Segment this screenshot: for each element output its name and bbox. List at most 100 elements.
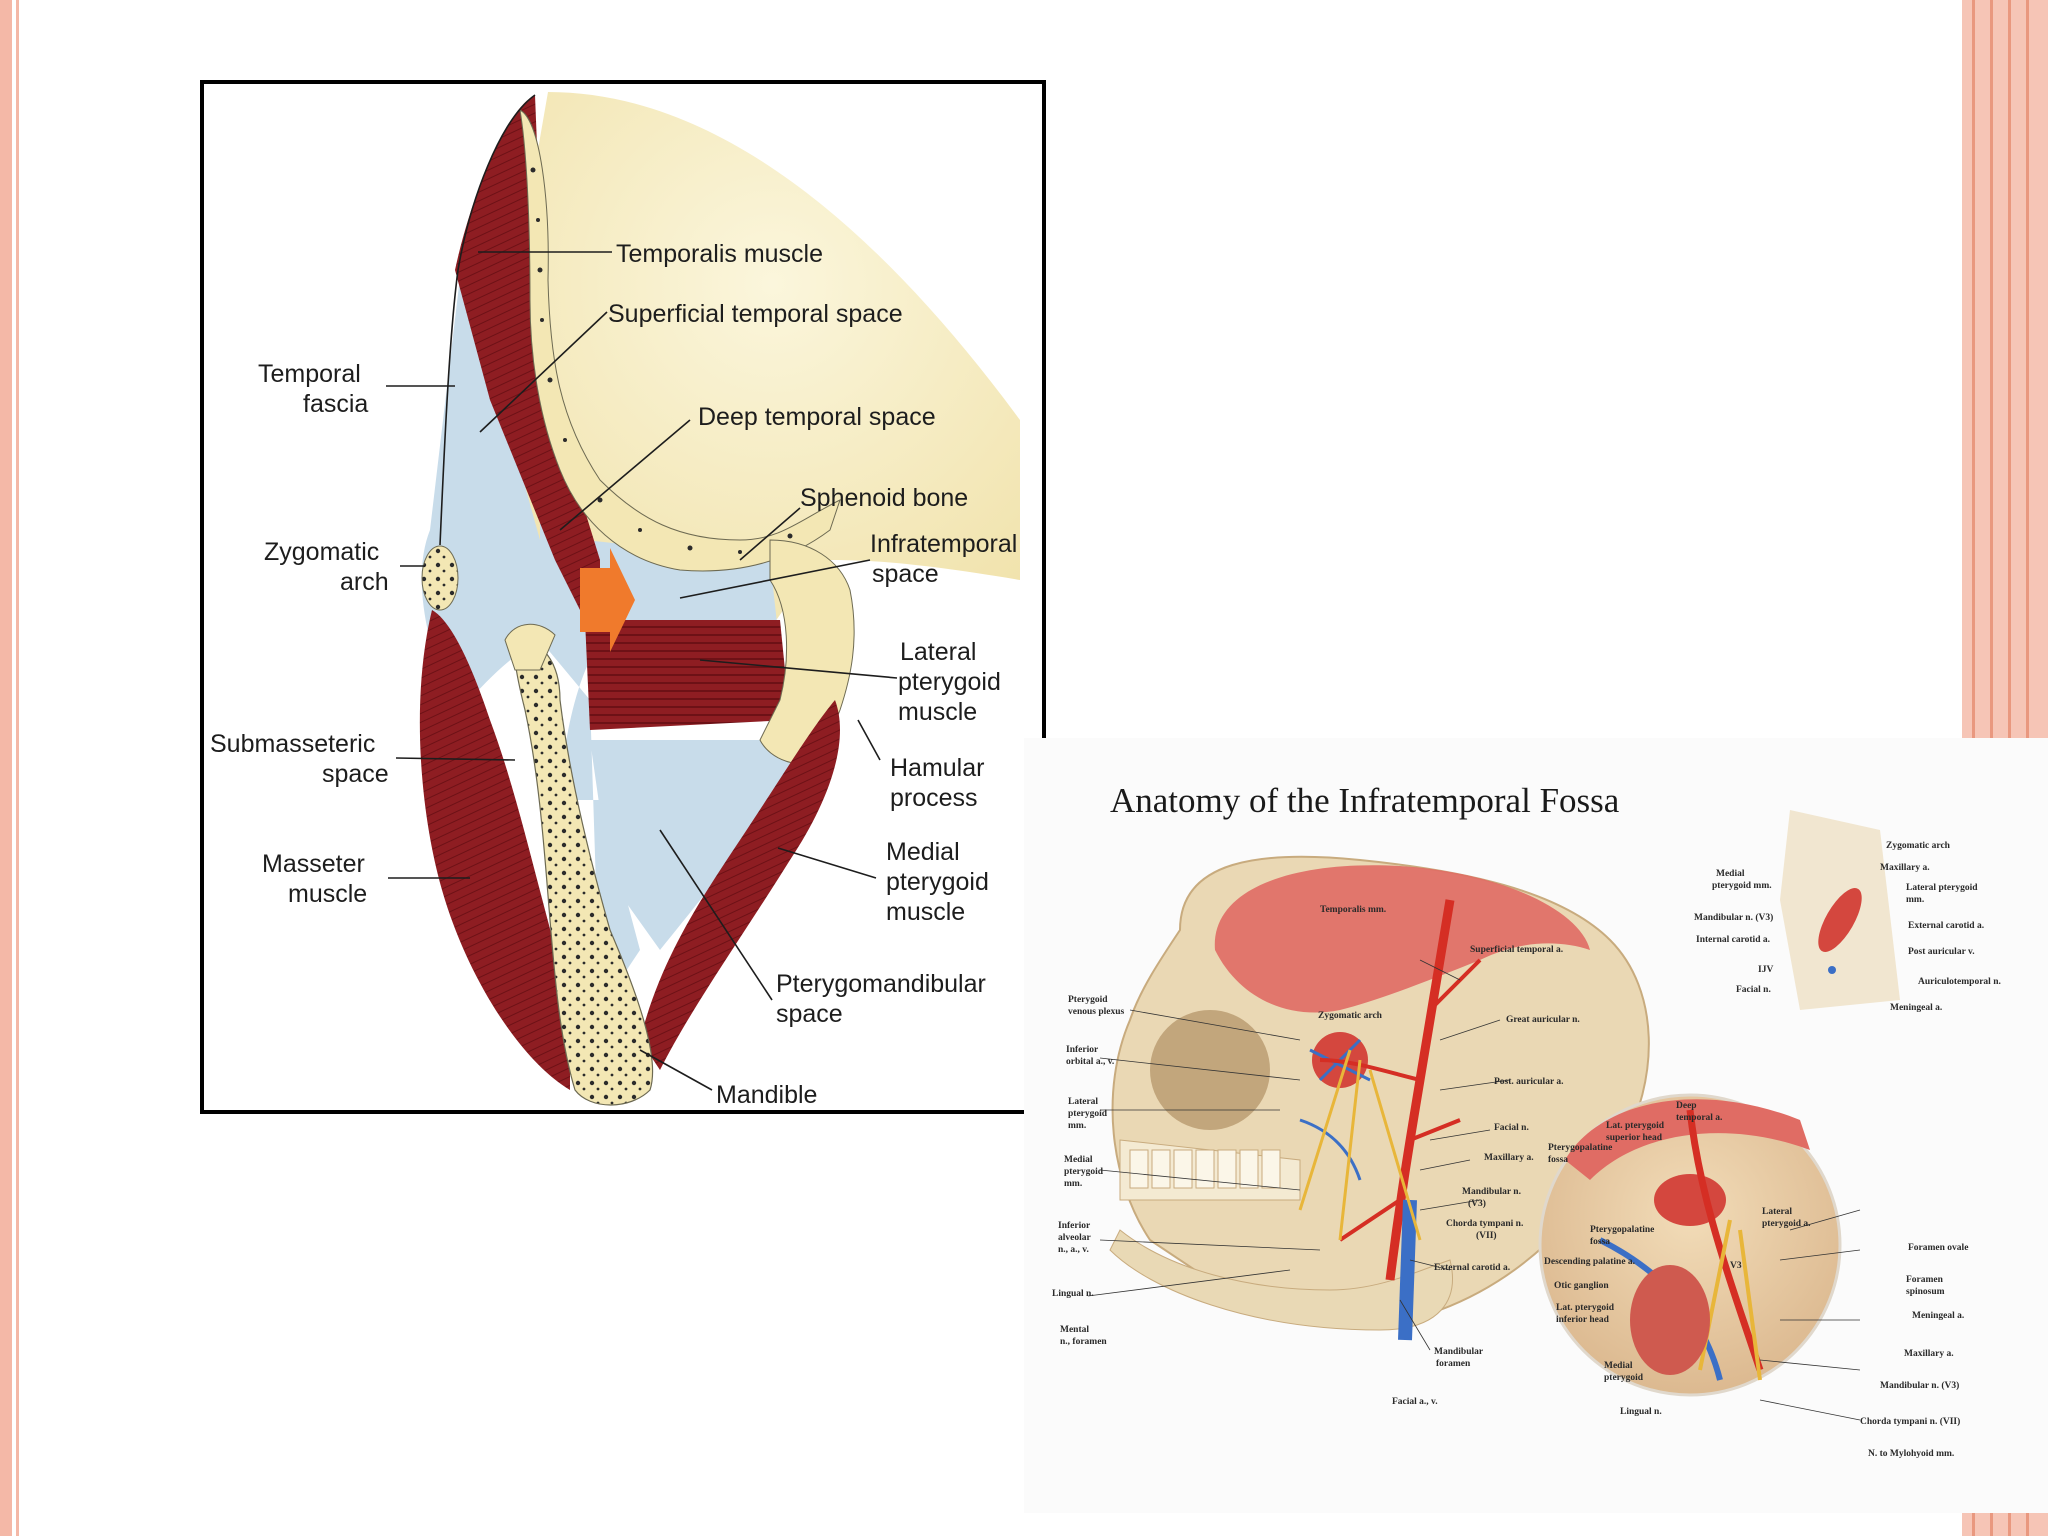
artery-main (1385, 899, 1455, 1281)
rd-label-circle-11: Meningeal a. (1912, 1311, 1964, 1321)
rd-label-circle-20: Lat. pterygoid (1556, 1303, 1615, 1313)
label-submasseteric-1: Submasseteric (210, 730, 375, 758)
rd-label-left-1: venous plexus (1068, 1007, 1125, 1017)
rd-label-left-4: Lateral (1068, 1097, 1098, 1107)
rd-label-inset-9: Post auricular v. (1908, 947, 1975, 957)
artery-branches (1319, 958, 1482, 1242)
rd-label-inset-6: Mandibular n. (V3) (1694, 912, 1773, 923)
rd-label-inset-13: Meningeal a. (1890, 1003, 1942, 1013)
rd-label-circle-9: Foramen (1906, 1275, 1944, 1285)
coronal-section-diagram: Temporalis muscle Superficial temporal s… (200, 80, 1046, 1114)
rd-label-inset-3: mm. (1906, 895, 1924, 905)
rd-label-circle-19: Otic ganglion (1554, 1281, 1609, 1291)
label-medial-pterygoid-2: pterygoid (886, 868, 989, 896)
circle-artery (1686, 1109, 1764, 1372)
circle-temporalis (1565, 1099, 1810, 1180)
rd-label-circle-5: pterygoid a. (1762, 1219, 1811, 1229)
rd-label-circle-24: Lingual n. (1620, 1407, 1662, 1417)
zygomatic-arch-bone (421, 545, 459, 611)
label-deep-temporal-space: Deep temporal space (698, 403, 936, 431)
rd-label-inset-12: Facial n. (1736, 985, 1771, 995)
label-temporal-fascia-1: Temporal (258, 360, 361, 388)
rd-label-inset-0: Zygomatic arch (1886, 841, 1951, 851)
rd-label-inset-10: IJV (1758, 965, 1773, 975)
rd-label-center-0: Temporalis mm. (1320, 905, 1386, 915)
circle-inset-bg (1538, 1093, 1842, 1397)
rd-label-circle-2: Lat. pterygoid (1606, 1121, 1665, 1131)
illustration-leader-lines (1087, 959, 1861, 1421)
rd-label-center-14: Facial a., v. (1392, 1397, 1438, 1407)
rd-label-circle-17: fossa (1548, 1155, 1568, 1165)
temporalis-fan (1214, 865, 1590, 1013)
rd-label-circle-15: N. to Mylohyoid mm. (1868, 1449, 1954, 1459)
illustration-labels: Pterygoid venous plexus Inferior orbital… (1052, 841, 2001, 1459)
rd-label-circle-1: temporal a. (1676, 1113, 1722, 1123)
label-masseter-2: muscle (288, 880, 367, 908)
rd-label-center-2: Zygomatic arch (1318, 1011, 1383, 1021)
label-mandible: Mandible (716, 1081, 817, 1109)
circle-lateral-pterygoid (1654, 1174, 1726, 1226)
rd-label-circle-6: Pterygopalatine (1590, 1225, 1654, 1235)
label-zygomatic-1: Zygomatic (264, 538, 379, 566)
pterygomandibular-space (590, 720, 820, 950)
rd-label-left-14: Mental (1060, 1325, 1089, 1335)
masseter-muscle (419, 610, 570, 1090)
rd-label-inset-2: Lateral pterygoid (1906, 883, 1978, 893)
rd-label-circle-18: Descending palatine a. (1544, 1257, 1635, 1267)
rd-label-center-9: Chorda tympani n. (1446, 1219, 1523, 1229)
rd-label-left-8: pterygoid (1064, 1167, 1104, 1177)
label-sphenoid-bone: Sphenoid bone (800, 484, 968, 512)
small-inset-vein-dot (1828, 966, 1836, 974)
rd-label-center-11: External carotid a. (1434, 1263, 1510, 1273)
rd-label-inset-1: Maxillary a. (1880, 863, 1930, 873)
rd-label-left-2: Inferior (1066, 1045, 1099, 1055)
rd-label-left-15: n., foramen (1060, 1337, 1107, 1347)
rd-label-left-3: orbital a., v. (1066, 1057, 1114, 1067)
teeth-row (1129, 1149, 1281, 1189)
left-border-line (16, 0, 19, 1536)
label-infratemporal-2: space (872, 560, 939, 588)
rd-label-left-9: mm. (1064, 1179, 1082, 1189)
mandible-illustration (1109, 1229, 1453, 1331)
rd-label-inset-7: External carotid a. (1908, 921, 1984, 931)
small-inset (1780, 810, 1900, 1010)
orange-arrow-icon (580, 548, 635, 652)
left-border-stripe (0, 0, 12, 1536)
rd-label-inset-4: Medial (1716, 869, 1745, 879)
small-inset-muscle (1818, 888, 1862, 952)
label-lateral-pterygoid-3: muscle (898, 698, 977, 726)
label-temporal-fascia-2: fascia (303, 390, 368, 418)
rd-label-circle-3: superior head (1606, 1133, 1663, 1143)
label-hamular-2: process (890, 784, 978, 812)
rd-label-circle-12: Maxillary a. (1904, 1349, 1954, 1359)
label-medial-pterygoid-1: Medial (886, 838, 960, 866)
vein-main (1398, 1199, 1417, 1341)
label-zygomatic-2: arch (340, 568, 389, 596)
rd-label-left-13: Lingual n. (1052, 1289, 1094, 1299)
rd-label-center-1: Superficial temporal a. (1470, 945, 1563, 955)
label-pterygomandibular-1: Pterygomandibular (776, 970, 986, 998)
label-hamular-1: Hamular (890, 754, 984, 782)
temporal-fascia-line (439, 94, 536, 546)
rd-label-inset-5: pterygoid mm. (1712, 881, 1772, 891)
rd-label-circle-16: Pterygopalatine (1548, 1143, 1612, 1153)
rd-label-left-6: mm. (1068, 1121, 1086, 1131)
rd-label-center-3: Great auricular n. (1506, 1015, 1580, 1025)
rd-label-left-12: n., a., v. (1058, 1245, 1089, 1255)
rd-label-left-7: Medial (1064, 1155, 1093, 1165)
label-pterygomandibular-2: space (776, 1000, 843, 1028)
label-medial-pterygoid-3: muscle (886, 898, 965, 926)
rd-label-center-8: (V3) (1468, 1198, 1486, 1209)
rd-label-center-5: Facial n. (1494, 1123, 1529, 1133)
nerves (1298, 1049, 1422, 1241)
rd-label-circle-21: inferior head (1556, 1315, 1610, 1325)
circle-medial-pterygoid (1630, 1265, 1710, 1375)
illustration-title: Anatomy of the Infratemporal Fossa (1110, 781, 1620, 820)
label-masseter-1: Masseter (262, 850, 365, 878)
rd-label-center-10: (VII) (1476, 1230, 1497, 1241)
label-temporalis-muscle: Temporalis muscle (616, 240, 823, 268)
rd-label-center-4: Post. auricular a. (1494, 1077, 1564, 1087)
superficial-temporal-space (421, 260, 540, 740)
skull-illustration (1109, 855, 1650, 1341)
